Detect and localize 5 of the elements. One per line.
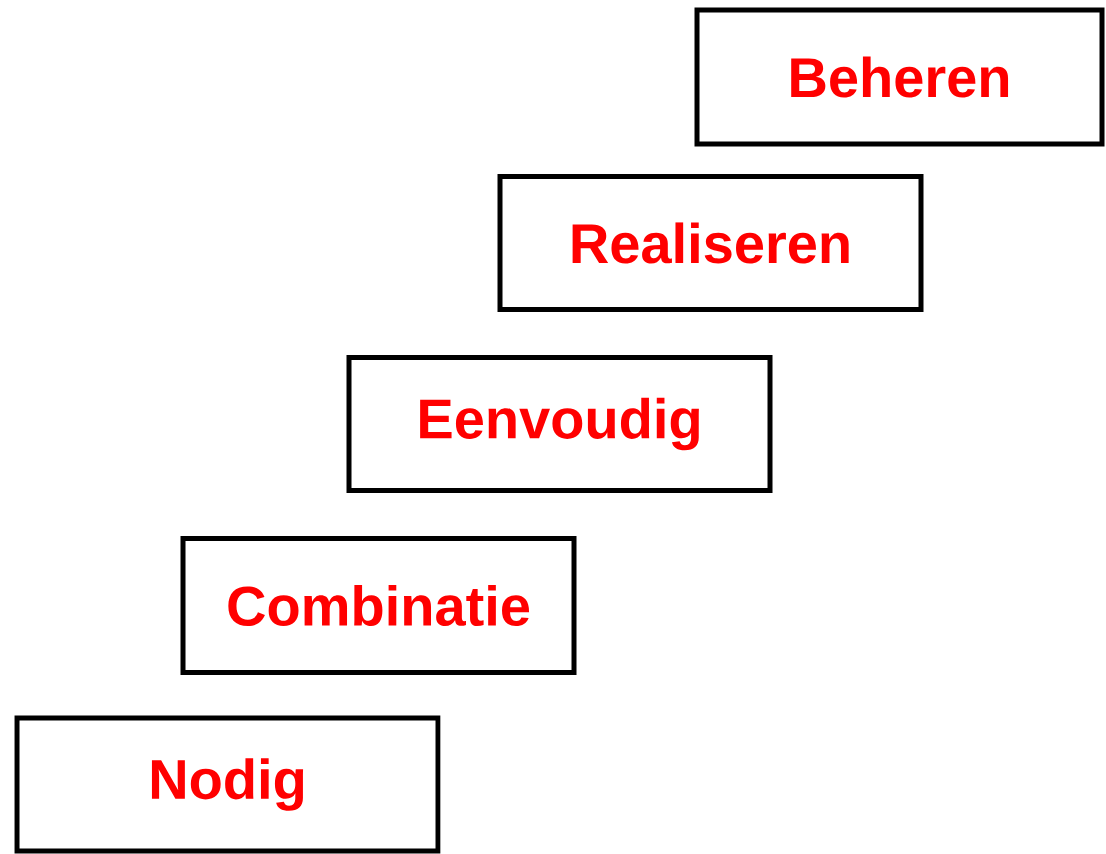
step-box: Realiseren	[497, 174, 924, 312]
step-box: Beheren	[694, 7, 1105, 147]
step-box: Nodig	[14, 715, 441, 854]
step-box: Combinatie	[180, 536, 577, 675]
step-box: Eenvoudig	[346, 355, 773, 493]
